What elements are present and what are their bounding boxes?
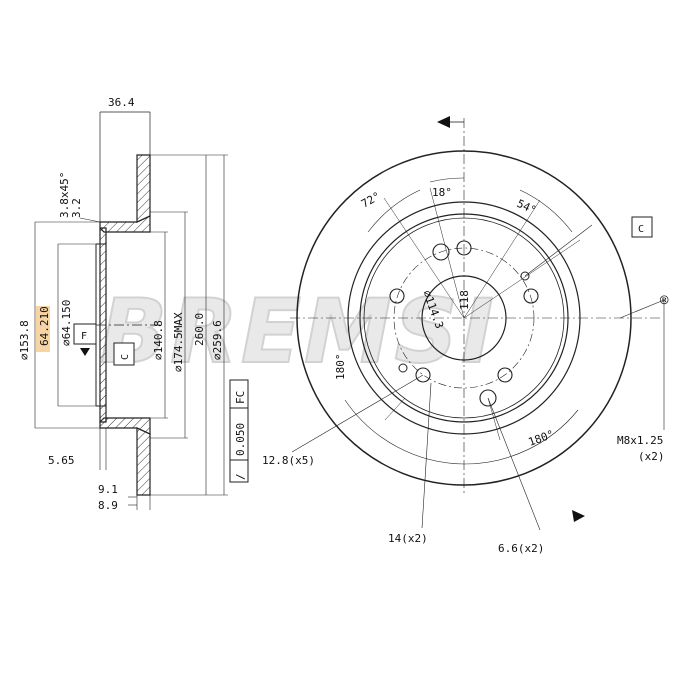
bolt-holes [389,240,539,383]
dim-259-6: ⌀259.6 [211,320,224,360]
tol-symbol: / [234,473,247,480]
dim-hat-dia: ⌀140.8 [152,320,165,360]
dim-chamfer: 3.8x45° [58,172,71,218]
dim-chamfer-2: 3.2 [70,198,83,218]
locating-hole-14 [479,389,497,407]
disc-flange-bottom [136,427,151,496]
registered-mark: ® [660,293,669,309]
rotation-arrow-top [437,116,450,128]
dim-bore-min: ⌀64.150 [60,300,73,346]
angle-18: 18° [432,186,452,199]
datum-c-side: C [120,354,131,360]
brand-watermark: BREMSI ® [99,279,669,384]
side-view-labels: 36.4 3.8x45° 3.2 ⌀153.8 64.210 ⌀64.150 ⌀… [18,96,247,512]
bolt-hole [497,367,513,383]
datum-f: F [81,331,87,342]
angle-180-left: 180° [334,354,347,381]
bolt-hole [389,288,405,304]
pcd-118: 118 [458,290,471,310]
small-hole-6-6 [398,363,408,373]
dim-width: 36.4 [108,96,135,109]
dim-bore-max: 64.210 [38,306,51,346]
bolt-hole [523,288,539,304]
hole-6-6-label: 6.6(x2) [498,542,544,555]
dim-disc-max: ⌀174.5MAX [172,312,185,372]
tol-datum: FC [234,391,247,404]
tol-value: 0.050 [234,423,247,456]
dim-thickness-1: 9.1 [98,483,118,496]
angle-180-right: 180° [527,428,556,449]
disc-flange-top [136,154,151,223]
rotation-arrow-bottom [572,510,585,522]
bolt-hole [415,367,431,383]
hole-bolt-label: 12.8(x5) [262,454,315,467]
small-hole-6-6 [520,271,530,281]
dim-260: 260.0 [193,313,206,346]
locating-hole-14 [432,243,450,261]
side-view-section [34,111,249,510]
front-view [290,116,665,531]
bolt-hole [456,240,472,256]
angle-72: 72° [359,189,383,210]
dim-hat-thickness: 5.65 [48,454,75,467]
dim-hub-outer: ⌀153.8 [18,320,31,360]
dim-thickness-2: 8.9 [98,499,118,512]
hole-thread-qty: (x2) [638,450,665,463]
hole-14-label: 14(x2) [388,532,428,545]
angle-54: 54° [515,197,539,217]
datum-c-front: C [638,224,644,235]
hole-thread-label: M8x1.25 [617,434,663,447]
